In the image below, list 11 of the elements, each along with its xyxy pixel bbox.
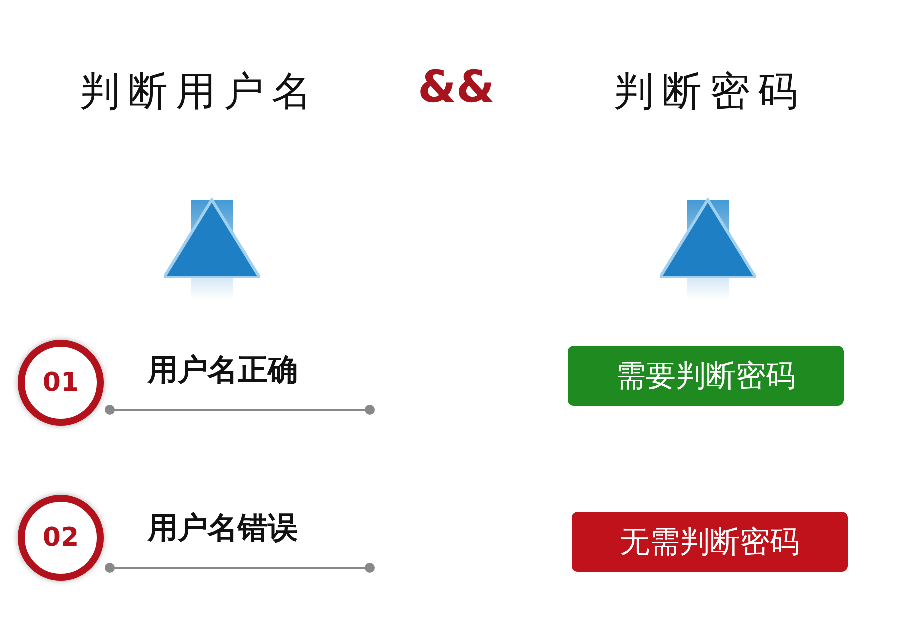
arrow	[658, 198, 758, 300]
number-circle: 01	[18, 340, 104, 426]
result-label: 需要判断密码	[568, 346, 844, 406]
item-caption: 用户名正确	[148, 352, 298, 390]
arrow	[162, 198, 262, 300]
heading-text: 判断用户名	[40, 60, 360, 122]
operator-text: &&	[418, 62, 495, 113]
number-circle: 02	[18, 495, 104, 581]
heading-text: 判断密码	[580, 60, 840, 122]
item-caption: 用户名错误	[148, 510, 298, 548]
result-label: 无需判断密码	[572, 512, 848, 572]
